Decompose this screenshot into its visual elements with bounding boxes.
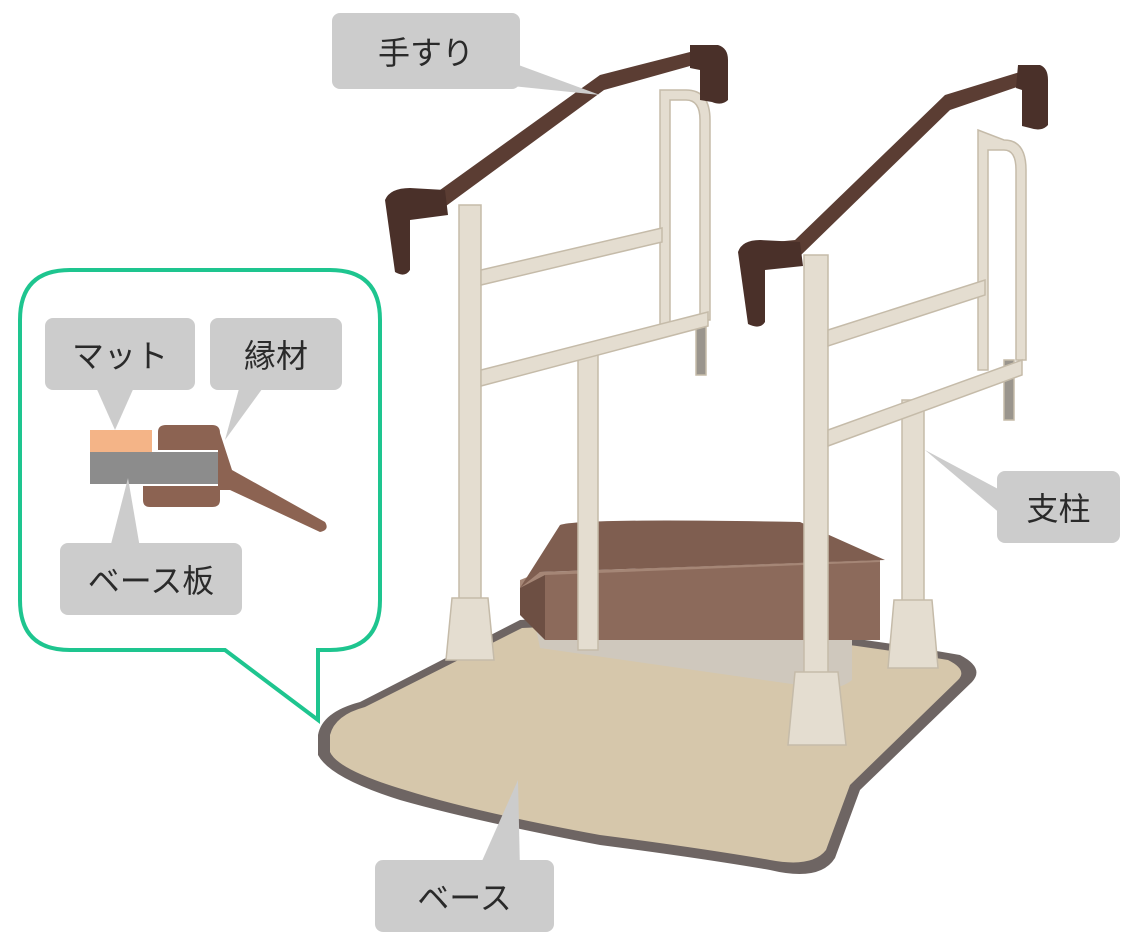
mat-layer bbox=[90, 430, 152, 452]
right-handrail-grip bbox=[738, 65, 1048, 327]
left-frame bbox=[445, 89, 711, 661]
left-handrail-grip bbox=[385, 45, 728, 275]
baseplate-pointer bbox=[110, 478, 140, 548]
edge-pointer bbox=[225, 385, 265, 440]
label-base: ベース bbox=[375, 860, 554, 932]
pointers bbox=[95, 60, 1002, 870]
edge-material bbox=[143, 425, 327, 532]
label-edge-material: 縁材 bbox=[210, 318, 342, 390]
label-mat: マット bbox=[45, 318, 195, 390]
right-frame bbox=[787, 128, 1027, 746]
label-base-plate: ベース板 bbox=[60, 543, 242, 615]
base-pointer bbox=[478, 780, 520, 870]
step bbox=[520, 520, 885, 689]
handrail-pointer bbox=[505, 60, 600, 95]
post-pointer bbox=[925, 450, 1002, 515]
cross-section bbox=[90, 425, 327, 532]
label-handrail: 手すり bbox=[332, 13, 520, 89]
base-plate-layer bbox=[90, 452, 218, 484]
label-post: 支柱 bbox=[997, 471, 1120, 543]
mat-pointer bbox=[95, 385, 135, 430]
